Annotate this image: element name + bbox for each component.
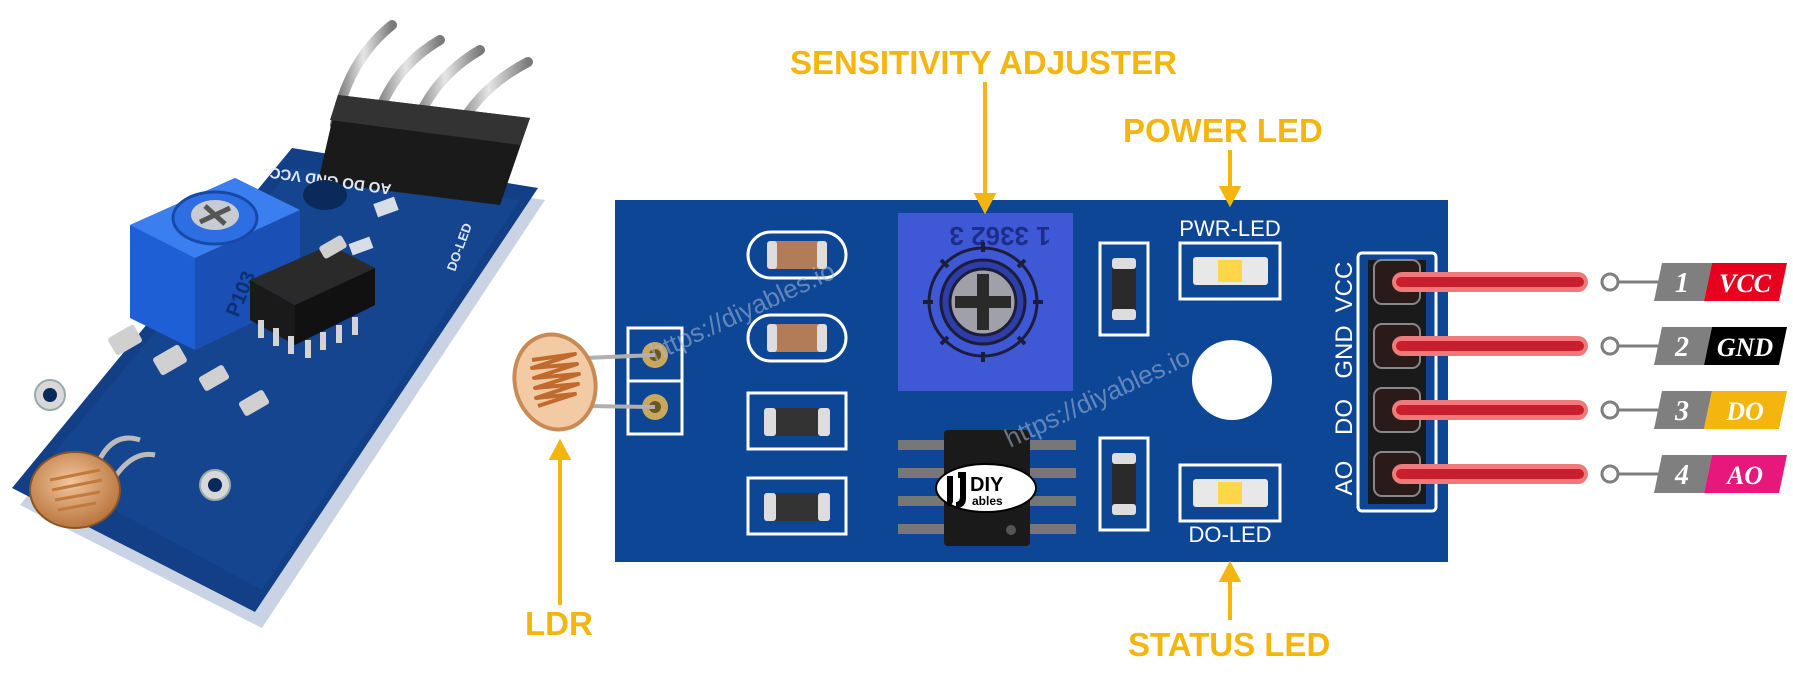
power-led: PWR-LED <box>1178 216 1282 301</box>
pin-number-badge <box>1654 263 1712 301</box>
pin-name-badge <box>1704 455 1787 493</box>
photo-potentiometer: P103 <box>130 178 300 350</box>
pin-number: 4 <box>1674 460 1689 491</box>
header-label-do: DO <box>1331 399 1358 435</box>
chip-logo-bottom: ables <box>972 494 1003 508</box>
pin-name: DO <box>1725 397 1764 426</box>
header-label-ao: AO <box>1331 461 1358 496</box>
pin-number-badge <box>1654 391 1712 429</box>
ic-chip: DIY ables <box>898 430 1076 546</box>
pin-wire-core <box>1396 341 1584 351</box>
header-label-vcc: VCC <box>1331 262 1358 313</box>
do-led-label: DO-LED <box>1188 522 1271 547</box>
pins-layer: 1 VCC 2 GND 3 DO 4 AO <box>1373 259 1787 497</box>
photo-header-pins <box>318 20 533 205</box>
photo-ic-chip <box>250 245 375 358</box>
capacitor-c2 <box>746 476 848 536</box>
pin-number-badge <box>1654 455 1712 493</box>
pin-wire-core <box>1396 277 1584 287</box>
potentiometer: 1 3362 3 <box>898 213 1073 391</box>
pin-wire-core <box>1396 405 1584 415</box>
pin-terminal <box>1600 464 1620 484</box>
photo-board <box>12 148 538 612</box>
mounting-hole <box>1192 340 1272 420</box>
callout-sensitivity-adjuster: SENSITIVITY ADJUSTER <box>790 44 1177 81</box>
pin-number: 2 <box>1674 332 1689 363</box>
pin-name-badge <box>1704 327 1787 365</box>
pwr-led-label: PWR-LED <box>1179 216 1280 241</box>
pin-name: VCC <box>1719 269 1772 298</box>
resistor-r2 <box>746 313 848 363</box>
resistor-r3 <box>1098 241 1150 337</box>
pin-terminal <box>1600 272 1620 292</box>
callout-status-led: STATUS LED <box>1128 626 1331 663</box>
pot-code: 1 3362 3 <box>949 221 1050 251</box>
pin-2: 2 GND <box>1373 323 1787 369</box>
resistor-r4 <box>1098 436 1150 532</box>
pin-terminal <box>1600 400 1620 420</box>
photo-mount-hole <box>303 180 347 210</box>
header-label-gnd: GND <box>1331 325 1358 378</box>
callout-ldr: LDR <box>525 605 593 642</box>
status-led: DO-LED <box>1178 463 1282 547</box>
chip-logo-top: DIY <box>970 474 1004 496</box>
pin-wire-core <box>1396 469 1584 479</box>
callout-power-led: POWER LED <box>1123 112 1323 149</box>
ldr-component <box>512 332 656 432</box>
resistor-r1 <box>746 230 848 280</box>
photo-ldr <box>29 435 156 529</box>
pin-number-badge <box>1654 327 1712 365</box>
pin-name-badge <box>1704 263 1787 301</box>
module-photo: AO DO GND VCC DO-LED P103 <box>12 20 545 628</box>
pin-1: 1 VCC <box>1373 259 1787 305</box>
pin-4: 4 AO <box>1373 451 1787 497</box>
pin-terminal <box>1600 336 1620 356</box>
pin-number: 1 <box>1675 268 1689 299</box>
pin-number: 3 <box>1674 396 1689 427</box>
pin-name-badge <box>1704 391 1787 429</box>
pin-name: GND <box>1717 333 1774 362</box>
capacitor-c1 <box>746 391 848 451</box>
pin-name: AO <box>1725 461 1763 490</box>
pin-3: 3 DO <box>1373 387 1787 433</box>
